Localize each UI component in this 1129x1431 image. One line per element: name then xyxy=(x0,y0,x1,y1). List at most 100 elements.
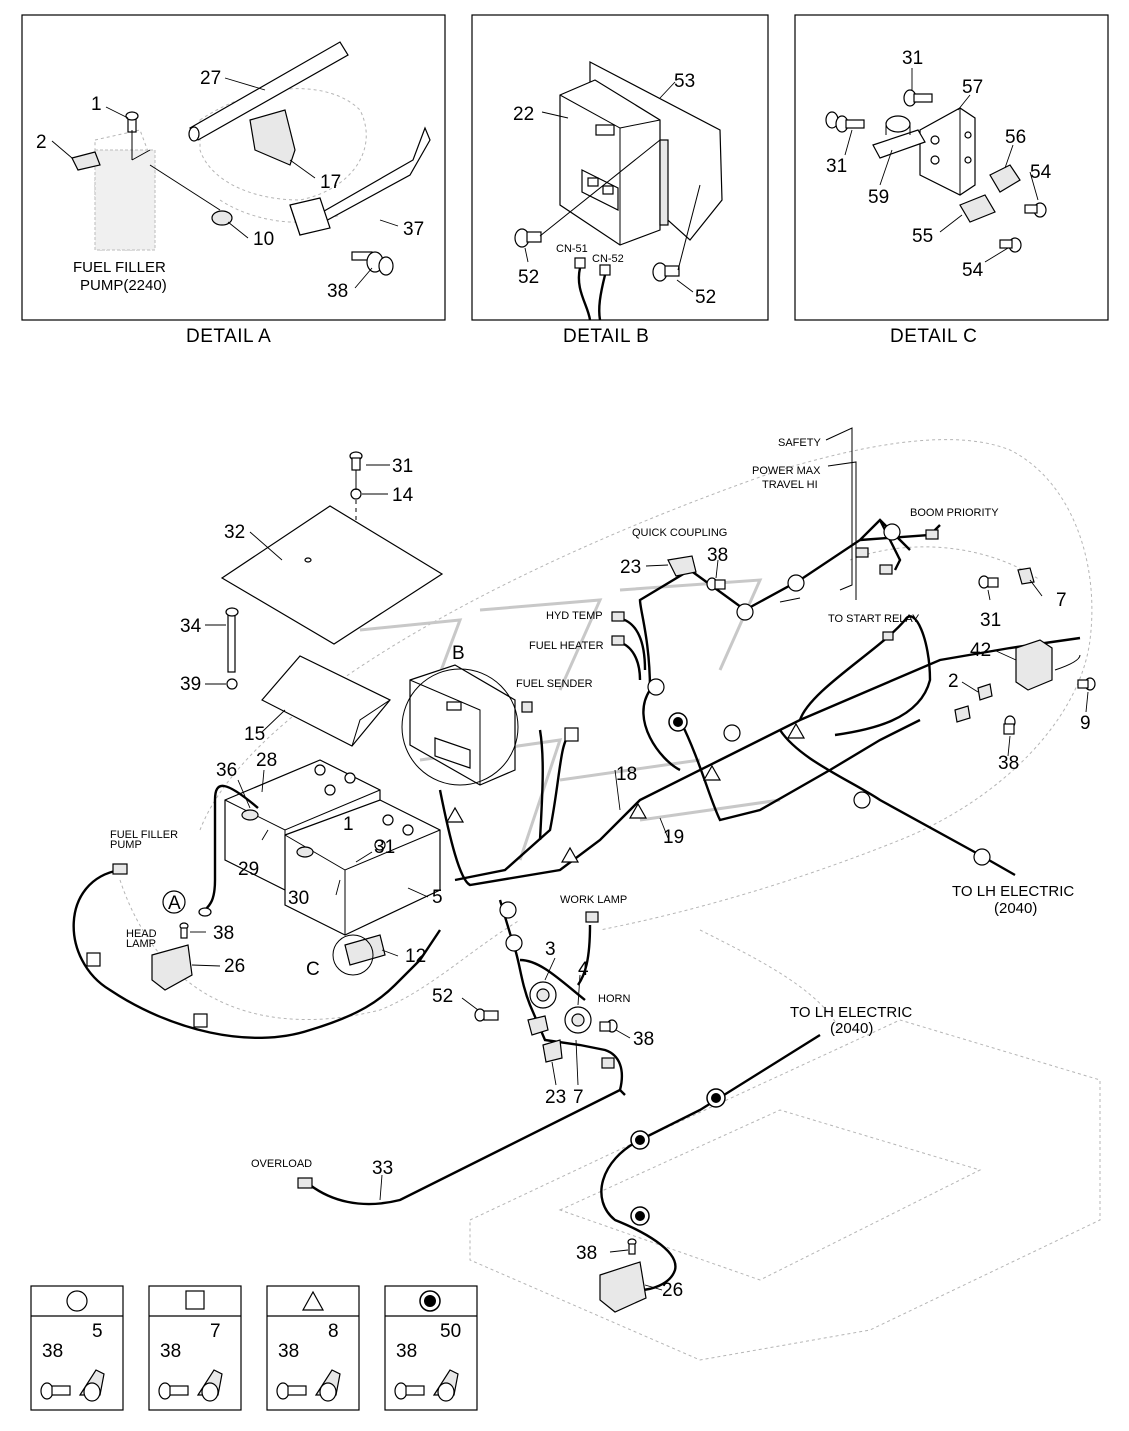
callout-27: 27 xyxy=(200,68,221,89)
label-hyd-temp: HYD TEMP xyxy=(546,610,603,622)
callout-53: 53 xyxy=(674,71,695,92)
callout-4: 4 xyxy=(578,959,589,980)
label-to-lh-electric-1: TO LH ELECTRIC xyxy=(952,883,1074,900)
callout-54-top: 54 xyxy=(1030,162,1052,183)
callout-9: 9 xyxy=(1080,713,1091,734)
callout-17: 17 xyxy=(320,172,341,193)
legend-3-part-b: 8 xyxy=(328,1321,339,1342)
legend-square-clip: 38 7 xyxy=(148,1285,242,1411)
callout-33: 33 xyxy=(372,1158,393,1179)
callout-2: 2 xyxy=(36,132,47,153)
callout-7-right: 7 xyxy=(1056,590,1067,611)
callout-19: 19 xyxy=(663,827,684,848)
callout-1: 1 xyxy=(91,94,102,115)
callout-1: 1 xyxy=(343,814,354,835)
callout-55: 55 xyxy=(912,226,933,247)
label-travel-hi: TRAVEL HI xyxy=(762,479,818,491)
label-fuel-sender: FUEL SENDER xyxy=(516,678,593,690)
callout-15: 15 xyxy=(244,724,265,745)
label-horn: HORN xyxy=(598,993,630,1005)
callout-3: 3 xyxy=(545,939,556,960)
callout-54-bottom: 54 xyxy=(962,260,984,281)
label-to-start-relay: TO START RELAY xyxy=(828,613,920,625)
callout-23-top: 23 xyxy=(620,557,641,578)
callout-26-left: 26 xyxy=(224,956,245,977)
callout-31-top: 31 xyxy=(392,456,413,477)
callout-5: 5 xyxy=(432,887,443,908)
callout-52-left: 52 xyxy=(518,267,539,288)
callout-52-right: 52 xyxy=(695,287,716,308)
detail-b-callouts: 22 53 52 52 CN-51 CN-52 xyxy=(513,71,716,308)
label-boom-priority: BOOM PRIORITY xyxy=(910,507,999,519)
label-quick-coupling: QUICK COUPLING xyxy=(632,527,727,539)
callout-56: 56 xyxy=(1005,127,1026,148)
callout-14: 14 xyxy=(392,485,414,506)
label-overload: OVERLOAD xyxy=(251,1158,312,1170)
label-power-max: POWER MAX xyxy=(752,465,821,477)
legend-2-part-b: 7 xyxy=(210,1321,221,1342)
callout-57: 57 xyxy=(962,77,983,98)
label-fuel-filler-pump: FUEL FILLER xyxy=(110,829,178,841)
label-fuel-heater: FUEL HEATER xyxy=(529,640,604,652)
main-assembly xyxy=(72,427,1101,1361)
label-to-lh-electric-1-ref: (2040) xyxy=(994,900,1037,917)
detail-b-caption: DETAIL B xyxy=(563,326,649,347)
legend-3-part-a: 38 xyxy=(278,1341,299,1362)
triangle-symbol-icon xyxy=(301,1290,325,1311)
callout-42: 42 xyxy=(970,640,991,661)
callout-32: 32 xyxy=(224,522,245,543)
callout-31-battery: 31 xyxy=(374,837,395,858)
detail-a-callouts: 1 2 27 17 10 37 38 FUEL FILLER PUMP(2240… xyxy=(36,68,424,302)
legend-2-part-a: 38 xyxy=(160,1341,181,1362)
callout-36: 36 xyxy=(216,760,237,781)
callout-38-lamp: 38 xyxy=(213,923,234,944)
callout-31-top: 31 xyxy=(902,48,923,69)
detail-a-panel xyxy=(21,14,446,321)
callout-38-right: 38 xyxy=(998,753,1019,774)
legend-1-part-b: 5 xyxy=(92,1321,103,1342)
circle-symbol-icon xyxy=(66,1290,88,1312)
callout-37: 37 xyxy=(403,219,424,240)
callout-59: 59 xyxy=(868,187,889,208)
fuel-filler-pump-ref: PUMP(2240) xyxy=(80,277,167,294)
label-fuel-filler-pump-2: PUMP xyxy=(110,839,142,851)
callout-38-top: 38 xyxy=(707,545,728,566)
legend-1-part-a: 38 xyxy=(42,1341,63,1362)
label-head-lamp-2: LAMP xyxy=(126,938,156,950)
detail-c-caption: DETAIL C xyxy=(890,326,977,347)
callout-10: 10 xyxy=(253,229,274,250)
callout-22: 22 xyxy=(513,104,534,125)
legend-filled-circle-clip: 38 50 xyxy=(384,1285,478,1411)
detail-marker-c: C xyxy=(306,959,320,980)
callout-12: 12 xyxy=(405,946,426,967)
callout-31-right: 31 xyxy=(980,610,1001,631)
callout-26-bottom: 26 xyxy=(662,1280,683,1301)
callout-38-bottom: 38 xyxy=(576,1243,597,1264)
detail-c-callouts: 31 57 31 56 59 54 55 54 xyxy=(826,48,1052,281)
legend-4-part-b: 50 xyxy=(440,1321,461,1342)
legend-4-part-a: 38 xyxy=(396,1341,417,1362)
main-callouts: 31 14 32 34 39 15 36 28 1 29 31 30 5 12 … xyxy=(180,456,1091,1301)
detail-marker-b: B xyxy=(452,643,465,664)
square-symbol-icon xyxy=(185,1290,205,1310)
label-safety: SAFETY xyxy=(778,437,821,449)
main-labels: SAFETY POWER MAX TRAVEL HI BOOM PRIORITY… xyxy=(110,437,1074,1170)
callout-34: 34 xyxy=(180,616,202,637)
callout-38-horn: 38 xyxy=(633,1029,654,1050)
callout-31-left: 31 xyxy=(826,156,847,177)
callout-29: 29 xyxy=(238,859,259,880)
label-head-lamp: HEAD xyxy=(126,928,157,940)
detail-marker-a: A xyxy=(168,893,181,914)
connector-cn52: CN-52 xyxy=(592,253,624,265)
callout-18: 18 xyxy=(616,764,637,785)
legend: 38 5 38 7 38 8 xyxy=(30,1285,478,1411)
detail-c-panel xyxy=(794,14,1109,321)
callout-39: 39 xyxy=(180,674,201,695)
callout-2-right: 2 xyxy=(948,671,959,692)
detail-a-caption: DETAIL A xyxy=(186,326,271,347)
callout-23-bottom: 23 xyxy=(545,1087,566,1108)
fuel-filler-pump-label: FUEL FILLER xyxy=(73,259,166,276)
detail-b-panel xyxy=(471,14,769,321)
label-to-lh-electric-2: TO LH ELECTRIC xyxy=(790,1004,912,1021)
